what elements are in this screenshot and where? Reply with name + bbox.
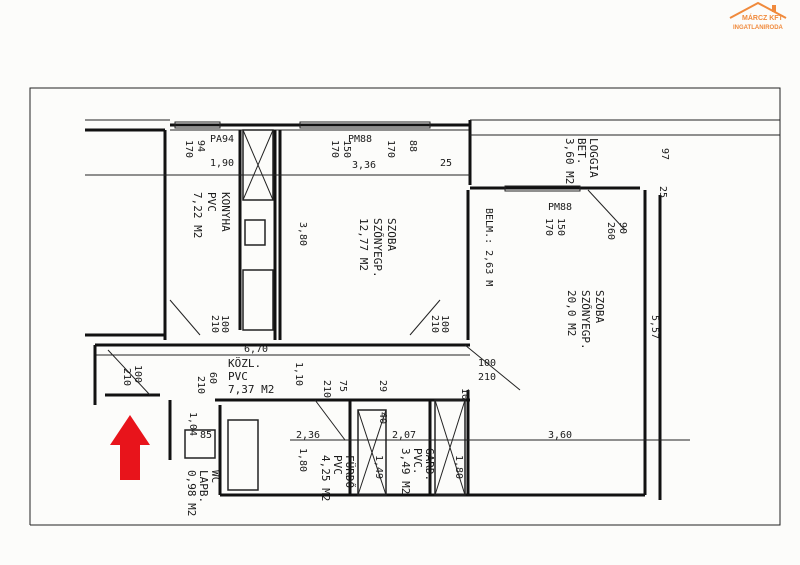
dim: 6,70 [244, 344, 268, 355]
dim: 210 [121, 368, 132, 386]
dim: 1,80 [453, 455, 464, 479]
dim: 210 [321, 380, 332, 398]
walls [85, 119, 780, 500]
wc-label: WC [209, 470, 222, 483]
room2-area: 20,0 M2 [565, 290, 578, 336]
dim: 210 [478, 372, 496, 383]
wc-area: 0,98 M2 [185, 470, 198, 516]
bath-area: 4,25 M2 [319, 455, 332, 501]
dim-pm88: PM88 [548, 202, 572, 213]
dim: 100 [219, 315, 230, 333]
dim: 1,49 [373, 455, 384, 479]
dim: 210 [429, 315, 440, 333]
company-logo: MÁRCZ KFT INGATLANIRODA [729, 1, 787, 31]
drawing-frame [29, 87, 781, 526]
dim: 170 [543, 218, 554, 236]
svg-text:INGATLANIRODA: INGATLANIRODA [733, 25, 784, 31]
dim: 150 [555, 218, 566, 236]
dim: 1,10 [293, 362, 304, 386]
dim: 60 [207, 372, 218, 384]
dim: 150 [341, 140, 352, 158]
loggia-label: LOGGIA [587, 138, 600, 178]
loggia-floor: BET. [575, 138, 588, 165]
kitchen-label: KONYHA [219, 192, 232, 232]
svg-text:MÁRCZ KFT: MÁRCZ KFT [742, 13, 784, 22]
dim: 1,90 [210, 158, 234, 169]
room1-label: SZOBA [385, 218, 398, 251]
dim: 170 [385, 140, 396, 158]
dim: 3,80 [297, 222, 308, 246]
wc-floor: LAPB. [197, 470, 210, 503]
dim-pa94: PA94 [210, 134, 234, 145]
dim: 88 [407, 140, 418, 152]
room2-floor: SZŐNYEGP. [579, 290, 593, 350]
hall-floor: PVC [228, 370, 248, 383]
dim: 85 [200, 430, 212, 441]
dim: 1,04 [187, 412, 198, 436]
dim: 29 [377, 380, 388, 392]
dimension-labels: PA94 170 94 1,90 PM88 170 150 170 88 3,3… [121, 134, 670, 479]
wardrobe-floor: PVC. [411, 448, 424, 475]
hall-area: 7,37 M2 [228, 383, 274, 396]
kitchen-area: 7,22 M2 [191, 192, 204, 238]
dim: 100 [478, 358, 496, 369]
dim: 2,07 [392, 430, 416, 441]
dim: 210 [195, 376, 206, 394]
dim: 170 [183, 140, 194, 158]
room1-floor: SZŐNYEGP. [371, 218, 385, 278]
dim: 94 [195, 140, 206, 152]
bath-label: FÜRDŐ [343, 455, 357, 488]
dim: 3,60 [548, 430, 572, 441]
loggia-area: 3,60 M2 [563, 138, 576, 184]
dim: 25 [440, 158, 452, 169]
room1-area: 12,77 M2 [357, 218, 370, 271]
dim: 100 [439, 315, 450, 333]
kitchen-floor: PVC [205, 192, 218, 212]
ceiling-height: BELM.: 2,63 M [483, 208, 494, 286]
dim: 210 [209, 315, 220, 333]
dim: 1,80 [297, 448, 308, 472]
dim: 40 [377, 412, 388, 424]
wardrobe-label: GARD. [423, 448, 436, 481]
wardrobe-area: 3,49 M2 [399, 448, 412, 494]
entrance-arrow-icon [110, 415, 150, 480]
dim: 2,36 [296, 430, 320, 441]
dim-pm88: PM88 [348, 134, 372, 145]
room2-label: SZOBA [593, 290, 606, 323]
dim: 97 [659, 148, 670, 160]
dim: 100 [132, 365, 143, 383]
dim: 170 [329, 140, 340, 158]
dim: 5,57 [649, 315, 660, 339]
hall-label: KÖZL. [228, 357, 261, 370]
dim: 25 [657, 186, 668, 198]
dim: 10 [459, 388, 470, 400]
dim: 75 [337, 380, 348, 392]
shafts [184, 129, 466, 496]
windows-doors [107, 121, 626, 441]
bath-floor: PVC [331, 455, 344, 475]
dim: 3,36 [352, 160, 376, 171]
dim: 90 [617, 222, 628, 234]
dim: 260 [605, 222, 616, 240]
